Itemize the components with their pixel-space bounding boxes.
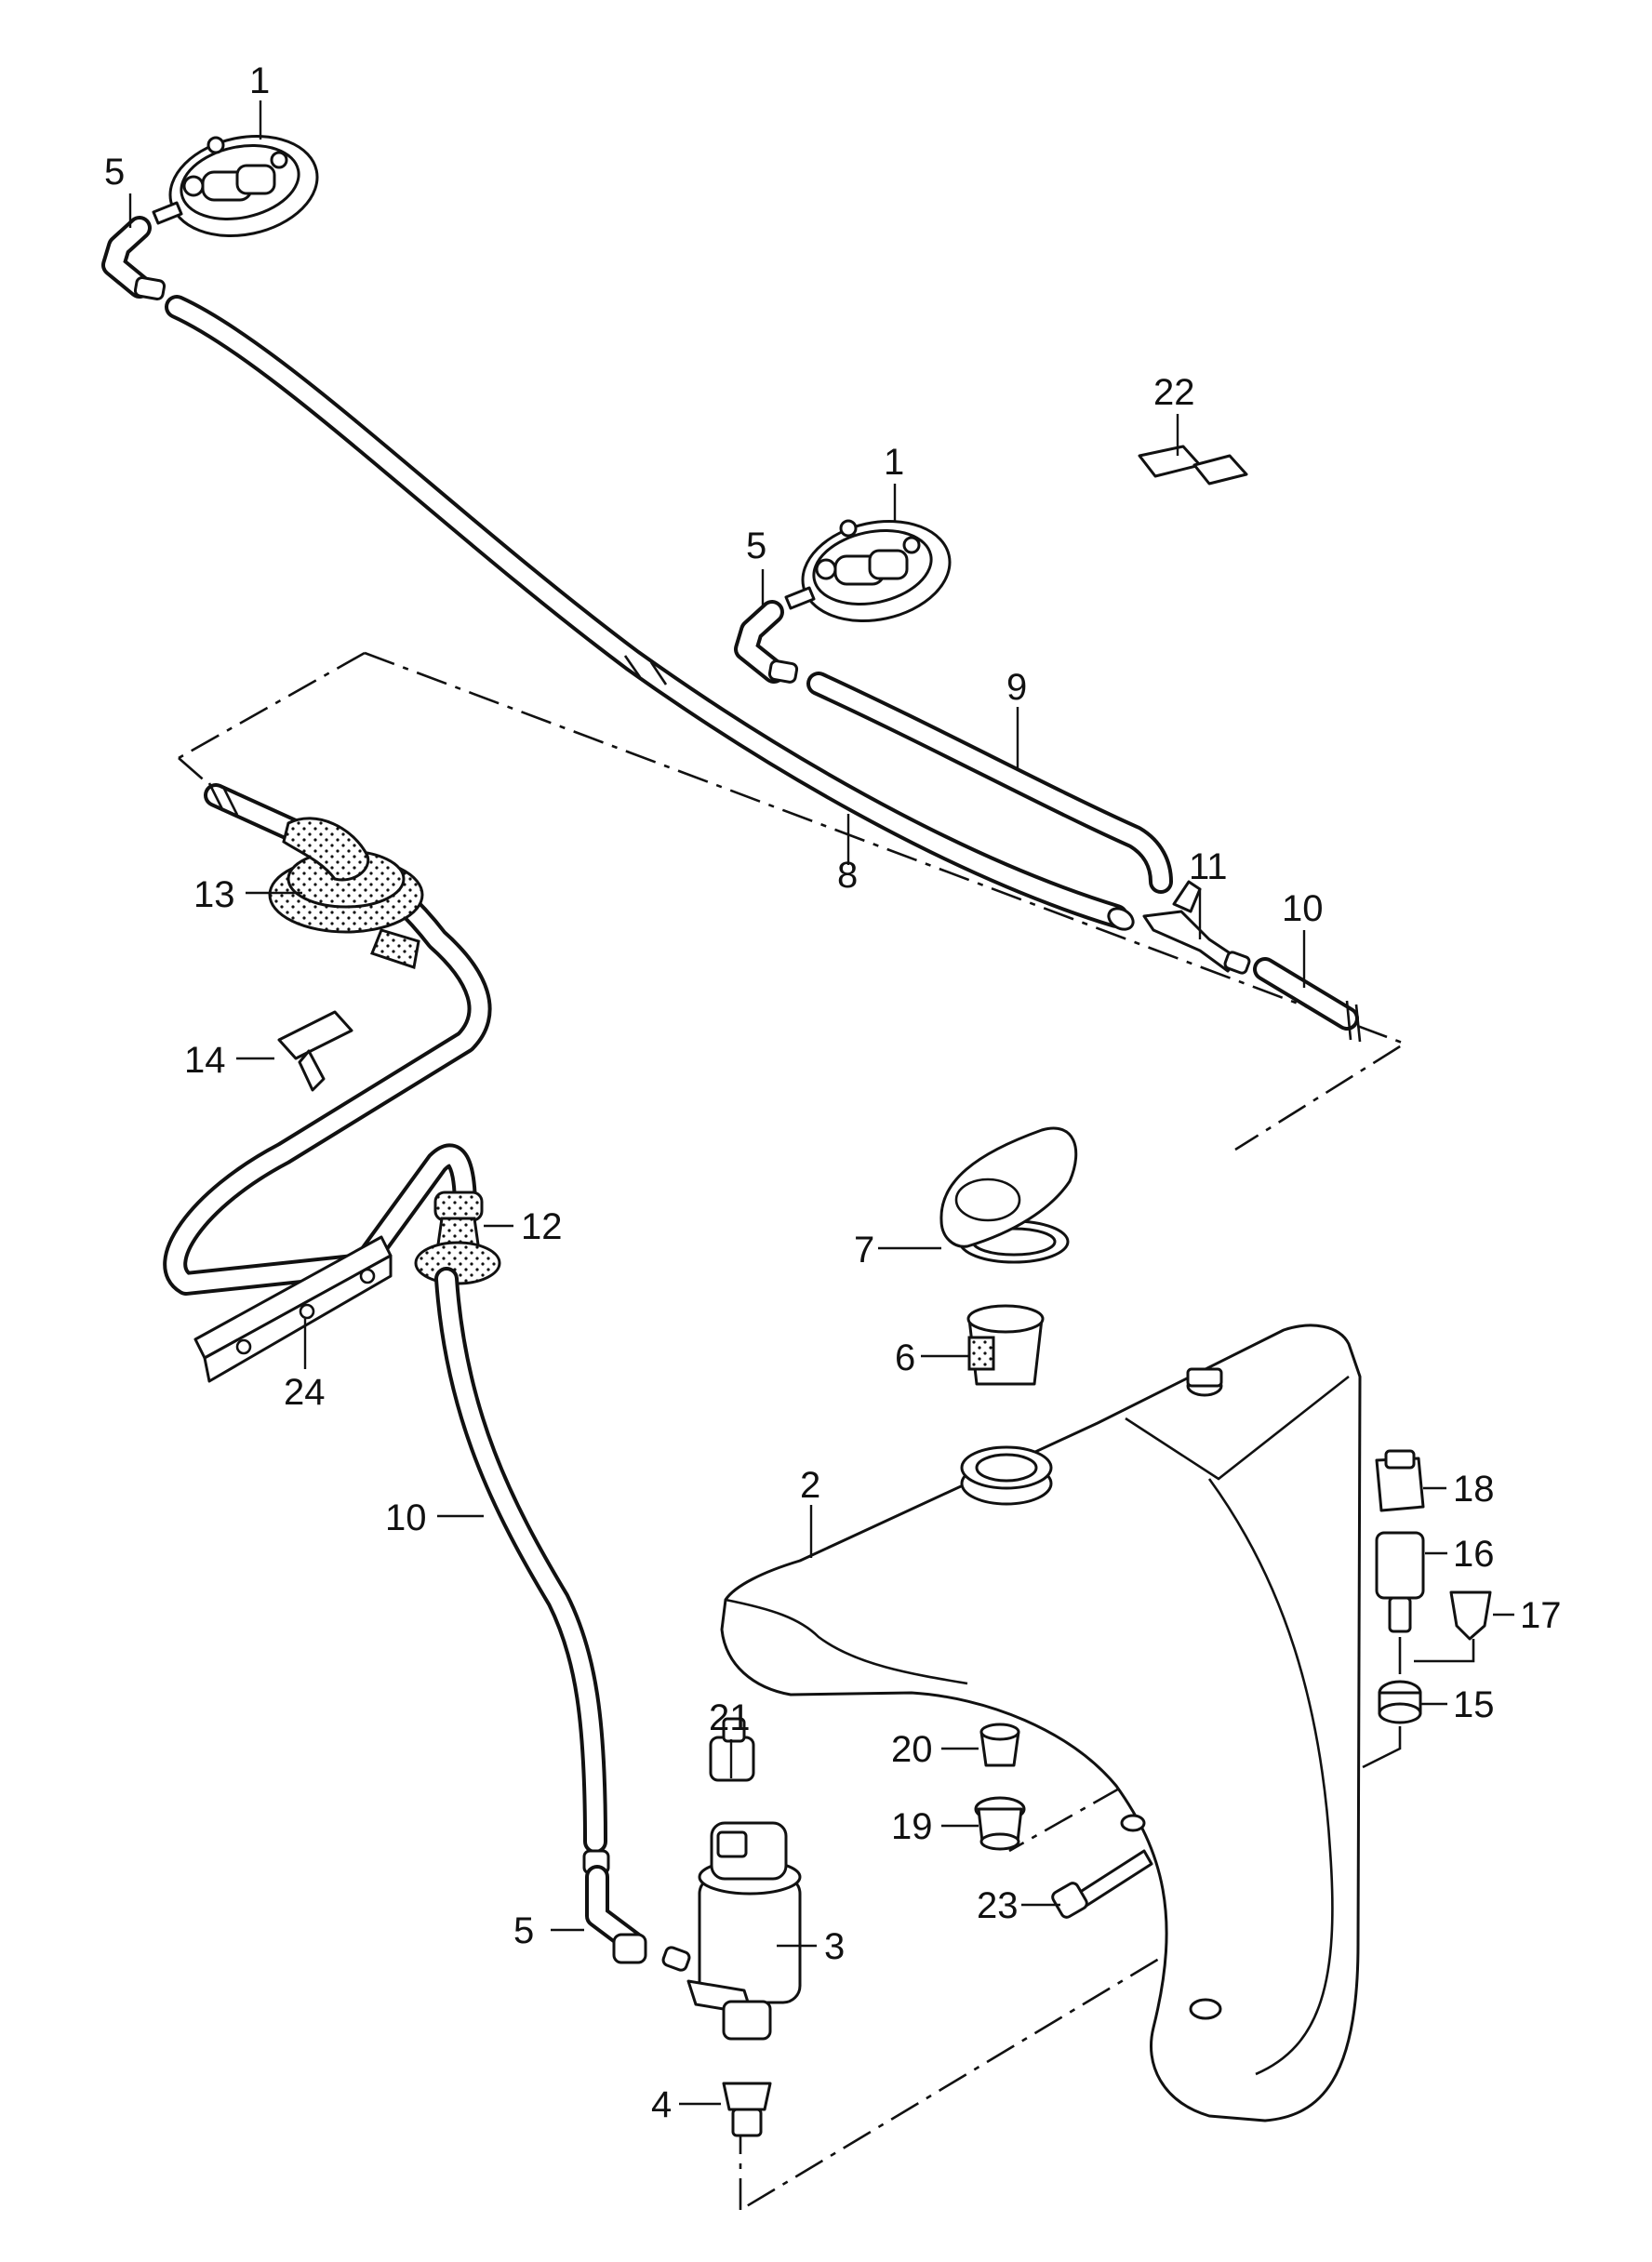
callout-17: 17 — [1520, 1595, 1562, 1636]
grommet-13 — [268, 817, 424, 969]
callout-19: 19 — [891, 1806, 933, 1847]
clip-14 — [277, 1010, 353, 1092]
connector-elbow-lower — [734, 600, 799, 684]
hose-9 — [806, 672, 1173, 894]
callout-6: 6 — [895, 1337, 915, 1378]
callout-1-lower: 1 — [884, 442, 904, 483]
callout-22: 22 — [1153, 372, 1195, 413]
callout-8: 8 — [837, 855, 858, 896]
washer-nozzle-lower — [784, 519, 952, 623]
grommet-20 — [979, 1723, 1020, 1767]
callout-4: 4 — [651, 2084, 672, 2125]
connector-21 — [709, 1717, 755, 1782]
callout-24: 24 — [284, 1372, 326, 1413]
filler-cap-7 — [939, 1126, 1078, 1264]
washer-pump — [686, 1821, 802, 2041]
connector-elbow-upper — [101, 216, 167, 301]
hose-8 — [165, 295, 1135, 931]
callout-15: 15 — [1453, 1684, 1495, 1725]
washer-nozzle-upper — [152, 134, 319, 238]
connector-18 — [1375, 1449, 1425, 1512]
bracket-24 — [193, 1235, 393, 1383]
bolt-23 — [1051, 1849, 1153, 1919]
grommet-15 — [1378, 1680, 1422, 1724]
grommet-19 — [974, 1796, 1026, 1851]
grommet-12 — [414, 1191, 501, 1285]
washer-reservoir — [720, 1324, 1362, 2122]
grommet-4 — [722, 2082, 772, 2137]
callout-10-lower: 10 — [385, 1497, 427, 1538]
callout-3: 3 — [824, 1926, 845, 1967]
mounting-reference-lines — [739, 1786, 1207, 2212]
filler-neck — [960, 1445, 1053, 1506]
strainer-6 — [966, 1304, 1045, 1386]
leader-lines — [128, 100, 1514, 2106]
hose-10-upper — [1253, 957, 1362, 1043]
callout-5-middle: 5 — [746, 526, 766, 566]
connector-elbow-pump — [582, 1849, 691, 1972]
callout-13: 13 — [193, 874, 235, 915]
callout-5-upper: 5 — [104, 152, 125, 193]
callout-2: 2 — [800, 1465, 820, 1506]
hose-clip-22 — [1138, 445, 1248, 486]
hose-10-lower — [434, 1267, 607, 1854]
callout-23: 23 — [977, 1885, 1019, 1926]
callout-7: 7 — [854, 1230, 874, 1271]
callout-21: 21 — [709, 1697, 751, 1738]
callout-12: 12 — [521, 1206, 563, 1247]
callout-14: 14 — [184, 1040, 226, 1081]
callout-18: 18 — [1453, 1469, 1495, 1510]
callout-labels: 1 1 5 5 22 9 8 11 10 13 14 12 24 10 7 6 … — [104, 60, 1562, 2125]
callout-10-upper: 10 — [1282, 888, 1324, 929]
sensor-reference-lines — [1362, 1637, 1475, 1769]
callout-9: 9 — [1006, 667, 1027, 708]
callout-16: 16 — [1453, 1534, 1495, 1575]
callout-5-lower: 5 — [513, 1910, 534, 1951]
seal-17 — [1449, 1590, 1492, 1641]
callout-1-upper: 1 — [249, 60, 270, 101]
y-connector — [1142, 880, 1251, 975]
callout-11: 11 — [1189, 846, 1228, 887]
level-sensor-16 — [1375, 1531, 1425, 1633]
callout-20: 20 — [891, 1729, 933, 1770]
